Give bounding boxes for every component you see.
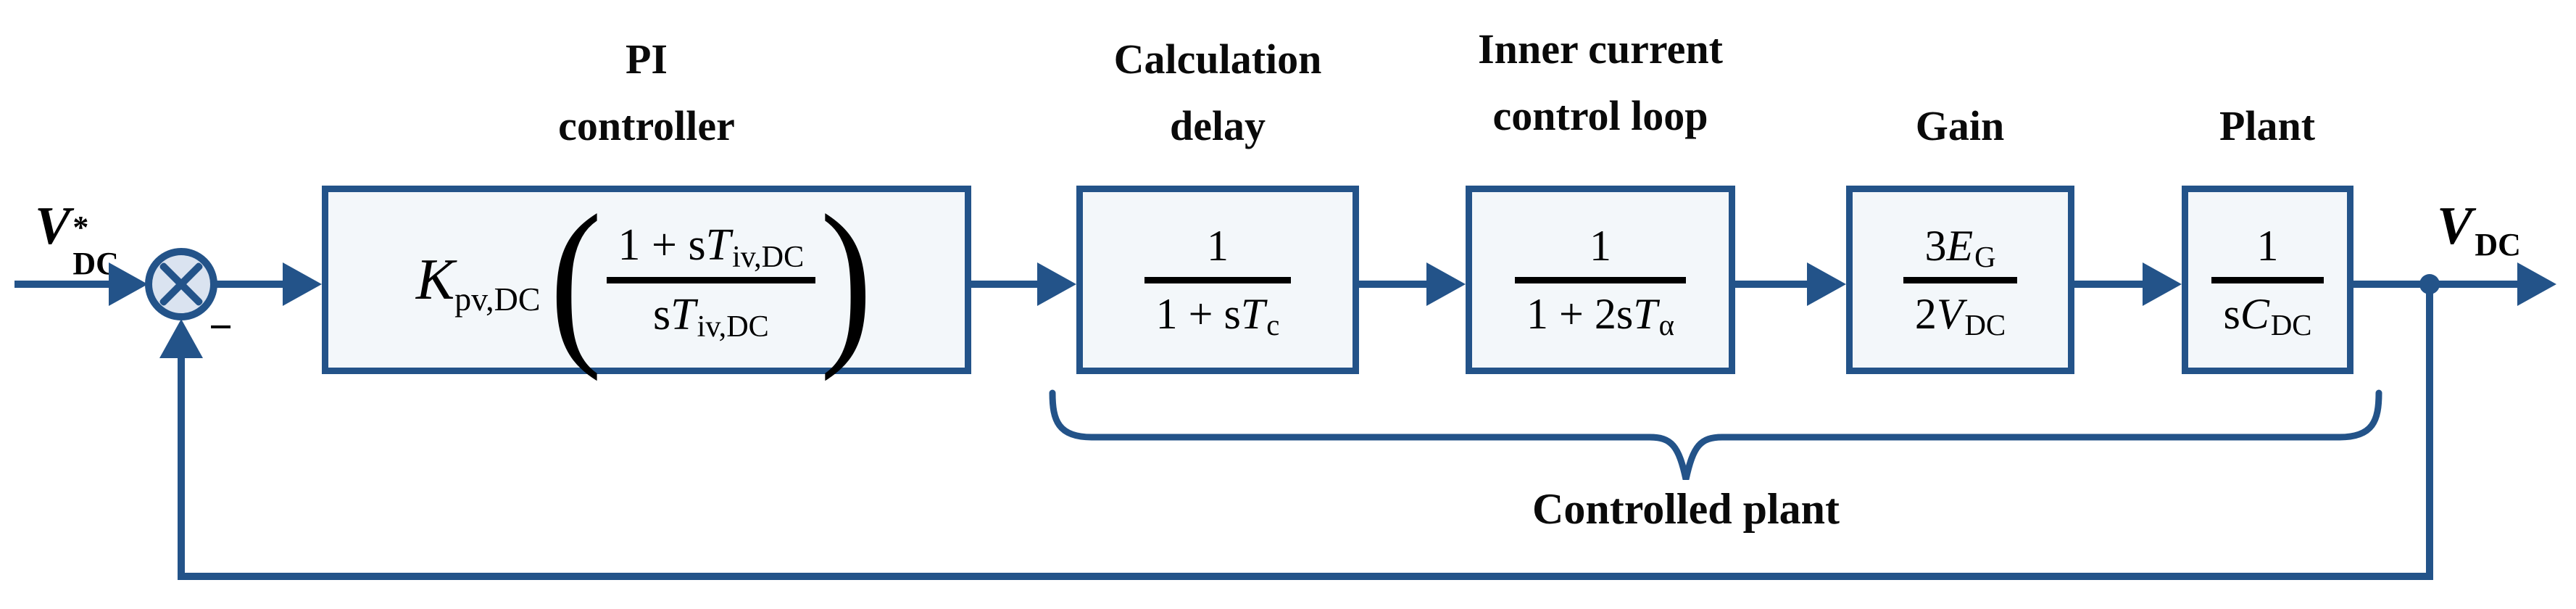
pi-open-paren: (: [549, 177, 602, 382]
sum-to-pi-line: [216, 281, 286, 288]
calc-to-inner-arrowhead-icon: [1426, 262, 1466, 306]
inner-title-line1: Inner current: [1478, 25, 1723, 72]
gain-title: Gain: [1915, 102, 2005, 149]
calc-denominator: 1 + sTc: [1155, 289, 1280, 342]
pi-title-line1: PI: [626, 36, 668, 83]
output-label: VDC: [2437, 197, 2521, 262]
feedback-line-left: [178, 352, 185, 580]
pi-denominator: sTiv,DC: [652, 289, 769, 344]
pi-close-paren: ): [820, 177, 873, 382]
inner-loop-block: 1 1 + 2sTα: [1466, 186, 1735, 374]
pi-gain-symbol: K: [415, 247, 455, 312]
inner-denominator: 1 + 2sTα: [1526, 289, 1674, 342]
pi-gain-subscript: pv,DC: [454, 280, 541, 318]
gain-fraction: 3EG 2VDC: [1903, 221, 2018, 342]
pi-to-calc-arrowhead-icon: [1037, 262, 1076, 306]
pi-to-calc-line: [971, 281, 1040, 288]
calc-title-line1: Calculation: [1113, 36, 1322, 83]
inner-to-gain-line: [1735, 281, 1808, 288]
gain-block: 3EG 2VDC: [1846, 186, 2074, 374]
feedback-line-right: [2426, 284, 2433, 580]
inner-fraction-bar: [1515, 276, 1686, 283]
pi-controller-title: PI controller: [393, 26, 900, 160]
output-var: V: [2437, 196, 2473, 256]
calc-numerator: 1: [1206, 221, 1229, 270]
calc-to-inner-line: [1359, 281, 1429, 288]
output-arrowhead-icon: [2517, 262, 2556, 306]
plant-fraction-bar: [2211, 276, 2324, 283]
input-reference-label: V*DC: [35, 196, 119, 280]
plant-denominator: sCDC: [2223, 289, 2312, 342]
calc-delay-title: Calculation delay: [1000, 26, 1435, 160]
gain-denominator: 2VDC: [1914, 289, 2006, 342]
plant-fraction: 1 sCDC: [2211, 221, 2324, 342]
inner-numerator: 1: [1590, 221, 1611, 270]
input-line: [14, 281, 110, 288]
calc-title-line2: delay: [1169, 102, 1266, 149]
output-subscript: DC: [2475, 227, 2521, 262]
plant-block: 1 sCDC: [2182, 186, 2353, 374]
plant-title: Plant: [2219, 102, 2316, 149]
feedback-line-bottom: [178, 573, 2433, 580]
gain-fraction-bar: [1903, 276, 2018, 283]
feedback-minus-sign: −: [209, 303, 233, 350]
pi-fraction: 1 + sTiv,DC sTiv,DC: [606, 220, 816, 344]
sum-to-pi-arrowhead-icon: [283, 262, 322, 306]
input-var: V: [35, 196, 71, 256]
inner-loop-title: Inner current control loop: [1347, 16, 1854, 149]
feedback-arrowhead-icon: [159, 319, 203, 358]
gain-numerator: 3EG: [1924, 221, 1996, 274]
inner-title-line2: control loop: [1492, 92, 1708, 139]
gain-to-plant-arrowhead-icon: [2143, 262, 2182, 306]
input-arrowhead-icon: [109, 262, 148, 306]
input-superscript: *: [72, 210, 89, 245]
calc-fraction: 1 1 + sTc: [1144, 221, 1292, 342]
inner-to-gain-arrowhead-icon: [1807, 262, 1846, 306]
inner-fraction: 1 1 + 2sTα: [1515, 221, 1686, 342]
calc-fraction-bar: [1144, 276, 1292, 283]
pi-title-line2: controller: [558, 102, 735, 149]
calc-delay-block: 1 1 + sTc: [1076, 186, 1359, 374]
pi-numerator: 1 + sTiv,DC: [618, 220, 805, 274]
gain-to-plant-line: [2074, 281, 2144, 288]
plant-numerator: 1: [2256, 221, 2279, 270]
controlled-plant-label: Controlled plant: [1532, 485, 1840, 533]
pi-fraction-bar: [606, 276, 816, 283]
